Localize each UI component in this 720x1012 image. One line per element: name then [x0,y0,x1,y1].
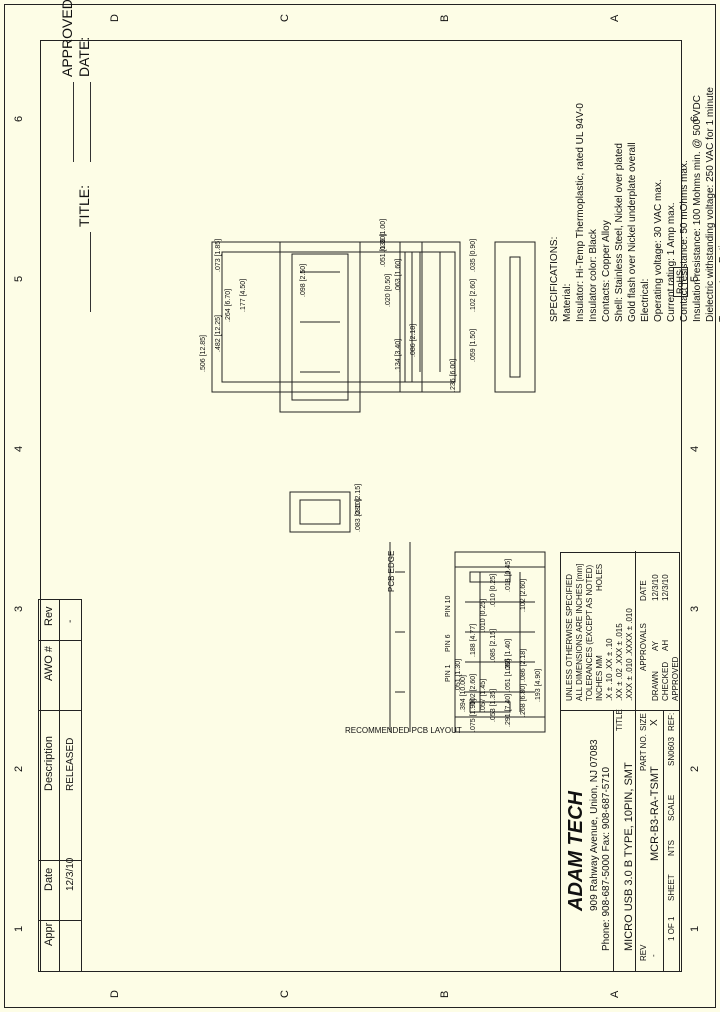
drawn-name: AY [651,640,660,651]
pcb-dimension-label: .102 [2.60] [520,578,527,612]
dimension-label: .177 [4.50] [240,278,247,312]
sheet-label: SHEET [667,874,676,901]
tolerance-row-0: .X ± .10 .XX ± .10 [605,638,614,701]
part-number: MCR-B3-RA-TSMT [649,766,661,861]
dimension-label: .039 [1.00] [380,218,387,252]
approvals-label: APPROVALS [639,623,648,671]
dimension-label: .020 [0.50] [385,273,392,307]
dimension-label: .035 [0.90] [470,238,477,272]
pcb-dimension-label: .188 [4.77] [470,623,477,657]
tolerance-row-1: .XX ± .02 .XXX ± .015 [615,623,624,701]
holes-label: HOLES [595,563,604,591]
company-name: ADAM TECH [565,791,587,911]
pcb-dimension-label: .051 [1.30] [455,658,462,692]
tolerance-row-2: .XXX ± .010 .XXXX ± .010 [625,608,634,701]
dimension-label: .264 [6.70] [225,288,232,322]
pcb-label: RECOMMENDED PCB LAYOUT [345,726,462,735]
tolerance-line-2: INCHES MM [595,655,604,701]
dimension-label: .506 [12.85] [200,335,207,372]
drawn-date: 12/3/10 [651,574,660,601]
pcb-dimension-label: .051 [1.30] [505,658,512,692]
rev-number: - [649,954,658,957]
drawn-role: DRAWN [651,671,660,701]
pcb-dimension-label: .010 [0.25] [480,598,487,632]
pcb-dimension-label: .291 [7.40] [505,693,512,727]
dimension-label: .059 [1.50] [470,328,477,362]
dimension-label: .073 [1.85] [215,238,222,272]
approvals-date-label: DATE [639,580,648,601]
tolerance-heading: UNLESS OTHERWISE SPECIFIED [565,574,574,701]
tolerance-line-0: ALL DIMENSIONS ARE INCHES [mm] [575,563,584,701]
checked-name: AH [661,639,670,651]
pcb-dimension-label: .057 [1.45] [480,678,487,712]
pcb-dimension-label: .086 [2.18] [520,648,527,682]
pcb-dimension-label: .085 [2.15] [490,628,497,662]
dimension-label: .236 [6.00] [450,358,457,392]
pin10-label: PIN 10 [445,595,452,617]
pcb-edge-label: PCB EDGE [387,550,396,592]
dimension-label: .482 [12.25] [215,315,222,352]
company-address: 909 Rahway Avenue, Union, NJ 07083 [589,739,600,911]
tolerance-line-1: TOLERANCES (EXCEPT AS NOTED) [585,564,594,701]
ref-value: SN0603 [667,737,676,766]
dimension-label: .063 [1.60] [395,258,402,292]
pcb-dimension-label: .268 [6.80] [520,683,527,717]
title-block-title-label: TITLE [615,709,624,731]
dimension-label: .102 [2.60] [470,278,477,312]
pcb-dimension-label: .018 [0.45] [505,558,512,592]
part-label: PART NO. [639,734,648,771]
pcb-dimension-label: .053 [1.35] [490,688,497,722]
pin6-label: PIN 6 [445,634,452,652]
checked-role: CHECKED [661,661,670,701]
rev-label: REV [639,944,648,961]
scale-value: NTS [667,840,676,856]
approved-role: APPROVED [671,656,680,701]
part-title: MICRO USB 3.0 B TYPE, 10PIN, SMT [623,762,635,951]
pcb-dimension-label: .075 [1.90] [470,698,477,732]
size-value: X [649,719,660,726]
company-phone: Phone: 908-687-5000 Fax: 908-687-5710 [601,766,612,951]
size-label: SIZE [639,713,648,731]
scale-label: SCALE [667,794,676,821]
checked-date: 12/3/10 [661,574,670,601]
title-block: UNLESS OTHERWISE SPECIFIED ALL DIMENSION… [560,551,680,972]
pcb-dimension-label: .193 [4.90] [535,668,542,702]
dimension-label: .086 [2.18] [410,323,417,357]
sheet-value: 1 OF 1 [667,916,676,941]
dimension-label: .085 [2.15] [355,483,362,517]
ref-label: REF: [667,712,676,731]
dimension-label: .098 [2.50] [300,263,307,297]
dimension-label: .134 [3.40] [395,338,402,372]
pin1-label: PIN 1 [445,664,452,682]
pcb-dimension-label: .010 [0.25] [490,573,497,607]
